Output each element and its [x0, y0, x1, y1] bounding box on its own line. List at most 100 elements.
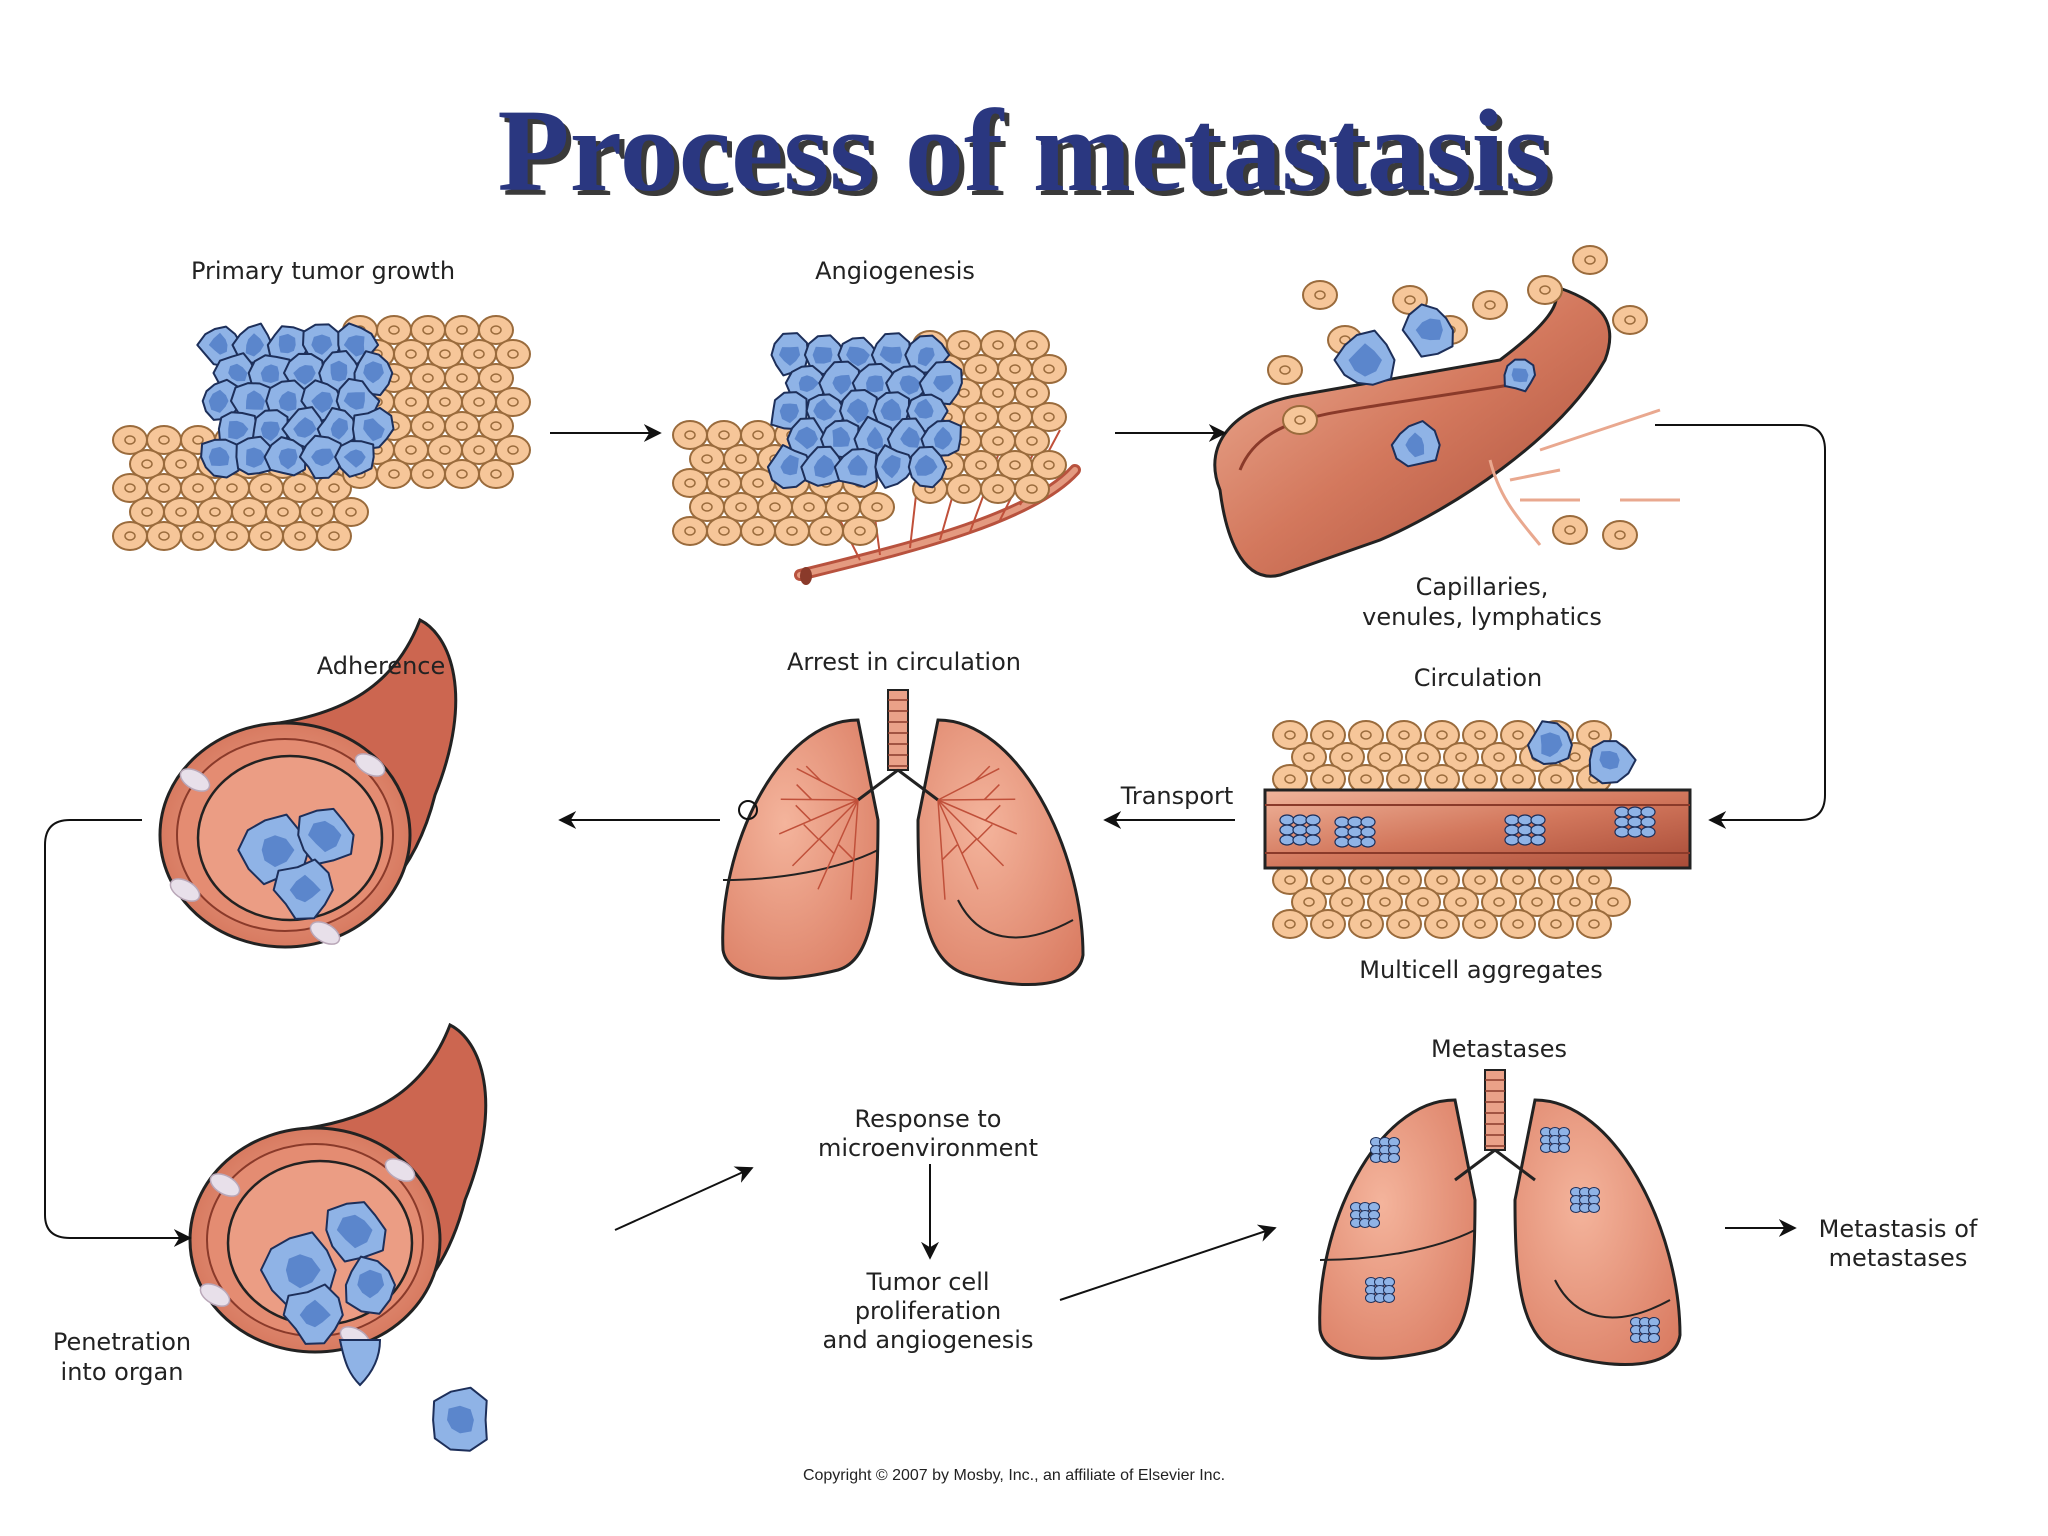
tissue-cell-nucleus: [260, 531, 272, 541]
tissue-cell-nucleus: [975, 364, 987, 374]
tissue-cell-nucleus: [124, 435, 136, 445]
tissue-cell: [1367, 887, 1403, 917]
aggregate-cell: [1360, 816, 1376, 828]
tumor-cell-nucleus: [278, 391, 297, 412]
label-microenvironment: microenvironment: [818, 1134, 1038, 1162]
tumor-cell-nucleus: [311, 391, 334, 413]
tissue-cell-nucleus: [490, 421, 502, 431]
aggregate-cell: [1305, 814, 1321, 826]
label-proliferation: proliferation: [855, 1297, 1001, 1325]
tissue-cell-nucleus: [1043, 460, 1055, 470]
tumor-cell-nucleus: [311, 448, 335, 467]
tissue-cell: [282, 521, 318, 551]
tissue-cell-nucleus: [1398, 774, 1410, 784]
tissue-cell-nucleus: [1484, 300, 1496, 310]
tissue-cell-nucleus: [260, 483, 272, 493]
tumor-cell-nucleus: [880, 398, 902, 421]
tissue-cell-nucleus: [1512, 875, 1524, 885]
tissue-cell-nucleus: [1417, 897, 1429, 907]
bronchiole: [838, 799, 859, 900]
tumor-cell-nucleus: [900, 426, 921, 448]
tissue-cell-nucleus: [175, 459, 187, 469]
right-lung: [1513, 1098, 1682, 1367]
tissue-cell-nucleus: [1474, 875, 1486, 885]
aggregate-cell: [1347, 826, 1363, 838]
tissue-cell-nucleus: [1026, 340, 1038, 350]
copyright-notice: Copyright © 2007 by Mosby, Inc., an affi…: [803, 1467, 1225, 1484]
tumor-cell-nucleus: [343, 335, 365, 357]
tissue-cell-nucleus: [226, 483, 238, 493]
tissue-cell-nucleus: [1284, 875, 1296, 885]
tissue-cell-nucleus: [1303, 897, 1315, 907]
tissue-cell-nucleus: [388, 325, 400, 335]
tissue-cell-nucleus: [294, 531, 306, 541]
aggregate-cell: [1640, 806, 1656, 818]
tissue-cell-nucleus: [1539, 285, 1551, 295]
endothelial-cell: [209, 1173, 241, 1197]
tumor-cell-nucleus: [245, 333, 265, 357]
aggregate-cell: [1504, 824, 1520, 836]
tissue-cell-nucleus: [456, 421, 468, 431]
tumor-cell-nucleus: [208, 332, 228, 355]
label-angiogenesis: Angiogenesis: [815, 257, 975, 285]
tissue-cell-nucleus: [1398, 730, 1410, 740]
tissue-cell: [842, 516, 878, 546]
tissue-cell: [1310, 909, 1346, 939]
tissue-cell-nucleus: [345, 507, 357, 517]
tissue-cell-nucleus: [684, 430, 696, 440]
tissue-cell-nucleus: [243, 507, 255, 517]
tissue-cell-nucleus: [735, 454, 747, 464]
tissue-cell: [1329, 742, 1365, 772]
tumor-cell-nucleus: [914, 454, 938, 476]
tissue-cell-nucleus: [1279, 365, 1291, 375]
flow-arrows: [44, 424, 1826, 1301]
label-response-to: Response to: [855, 1105, 1002, 1133]
tumor-cell-nucleus: [363, 361, 384, 384]
tissue-cell: [980, 474, 1016, 504]
tissue-cell-nucleus: [1009, 412, 1021, 422]
tissue-cell: [1527, 275, 1563, 305]
tissue-cell: [1310, 720, 1346, 750]
arrow-vessel-to-circulation: [1655, 424, 1826, 829]
tumor-cell-nucleus: [813, 398, 837, 421]
tissue-cell: [1272, 720, 1308, 750]
tissue-cell: [316, 521, 352, 551]
tissue-cell-nucleus: [701, 454, 713, 464]
tissue-cell: [214, 521, 250, 551]
tissue-cell: [495, 435, 531, 465]
tissue-cell-nucleus: [1043, 412, 1055, 422]
tissue-cell: [1557, 887, 1593, 917]
tumor-cell-nucleus: [866, 426, 883, 450]
tumor-cell-nucleus: [879, 346, 903, 364]
aggregate-cell: [1614, 826, 1630, 838]
tissue-cell: [1267, 355, 1303, 385]
tissue-cell: [410, 459, 446, 489]
tissue-cell-nucleus: [1436, 875, 1448, 885]
tissue-cell-nucleus: [1314, 290, 1326, 300]
tumor-cell-nucleus: [846, 398, 869, 424]
tissue-cell-nucleus: [958, 340, 970, 350]
label-transport: Transport: [1120, 782, 1234, 810]
tumor-cell-nucleus: [260, 421, 280, 442]
tissue-cell-nucleus: [1474, 919, 1486, 929]
tissue-cell-nucleus: [1417, 752, 1429, 762]
aggregate-cell: [1640, 826, 1656, 838]
tissue-cell: [1282, 405, 1318, 435]
tissue-cell-nucleus: [1512, 919, 1524, 929]
tissue-cell-nucleus: [1360, 919, 1372, 929]
tissue-cell-nucleus: [786, 526, 798, 536]
extravasating-cell: [338, 1339, 382, 1387]
tissue-cell: [376, 459, 412, 489]
bronchiole: [937, 799, 1005, 867]
lung-fissure: [722, 849, 1074, 939]
aggregate-cell: [1530, 814, 1546, 826]
metastasis-cell: [1383, 1293, 1395, 1303]
tissue-cell: [1552, 515, 1588, 545]
tumor-cell-nucleus: [293, 365, 316, 385]
label-metastasis-of: Metastasis of: [1819, 1215, 1978, 1243]
tissue-cell-nucleus: [1284, 730, 1296, 740]
tumor-cell-nucleus: [343, 449, 366, 468]
tissue-cell-nucleus: [1607, 897, 1619, 907]
tissue-cell: [774, 516, 810, 546]
tissue-cell: [1405, 742, 1441, 772]
